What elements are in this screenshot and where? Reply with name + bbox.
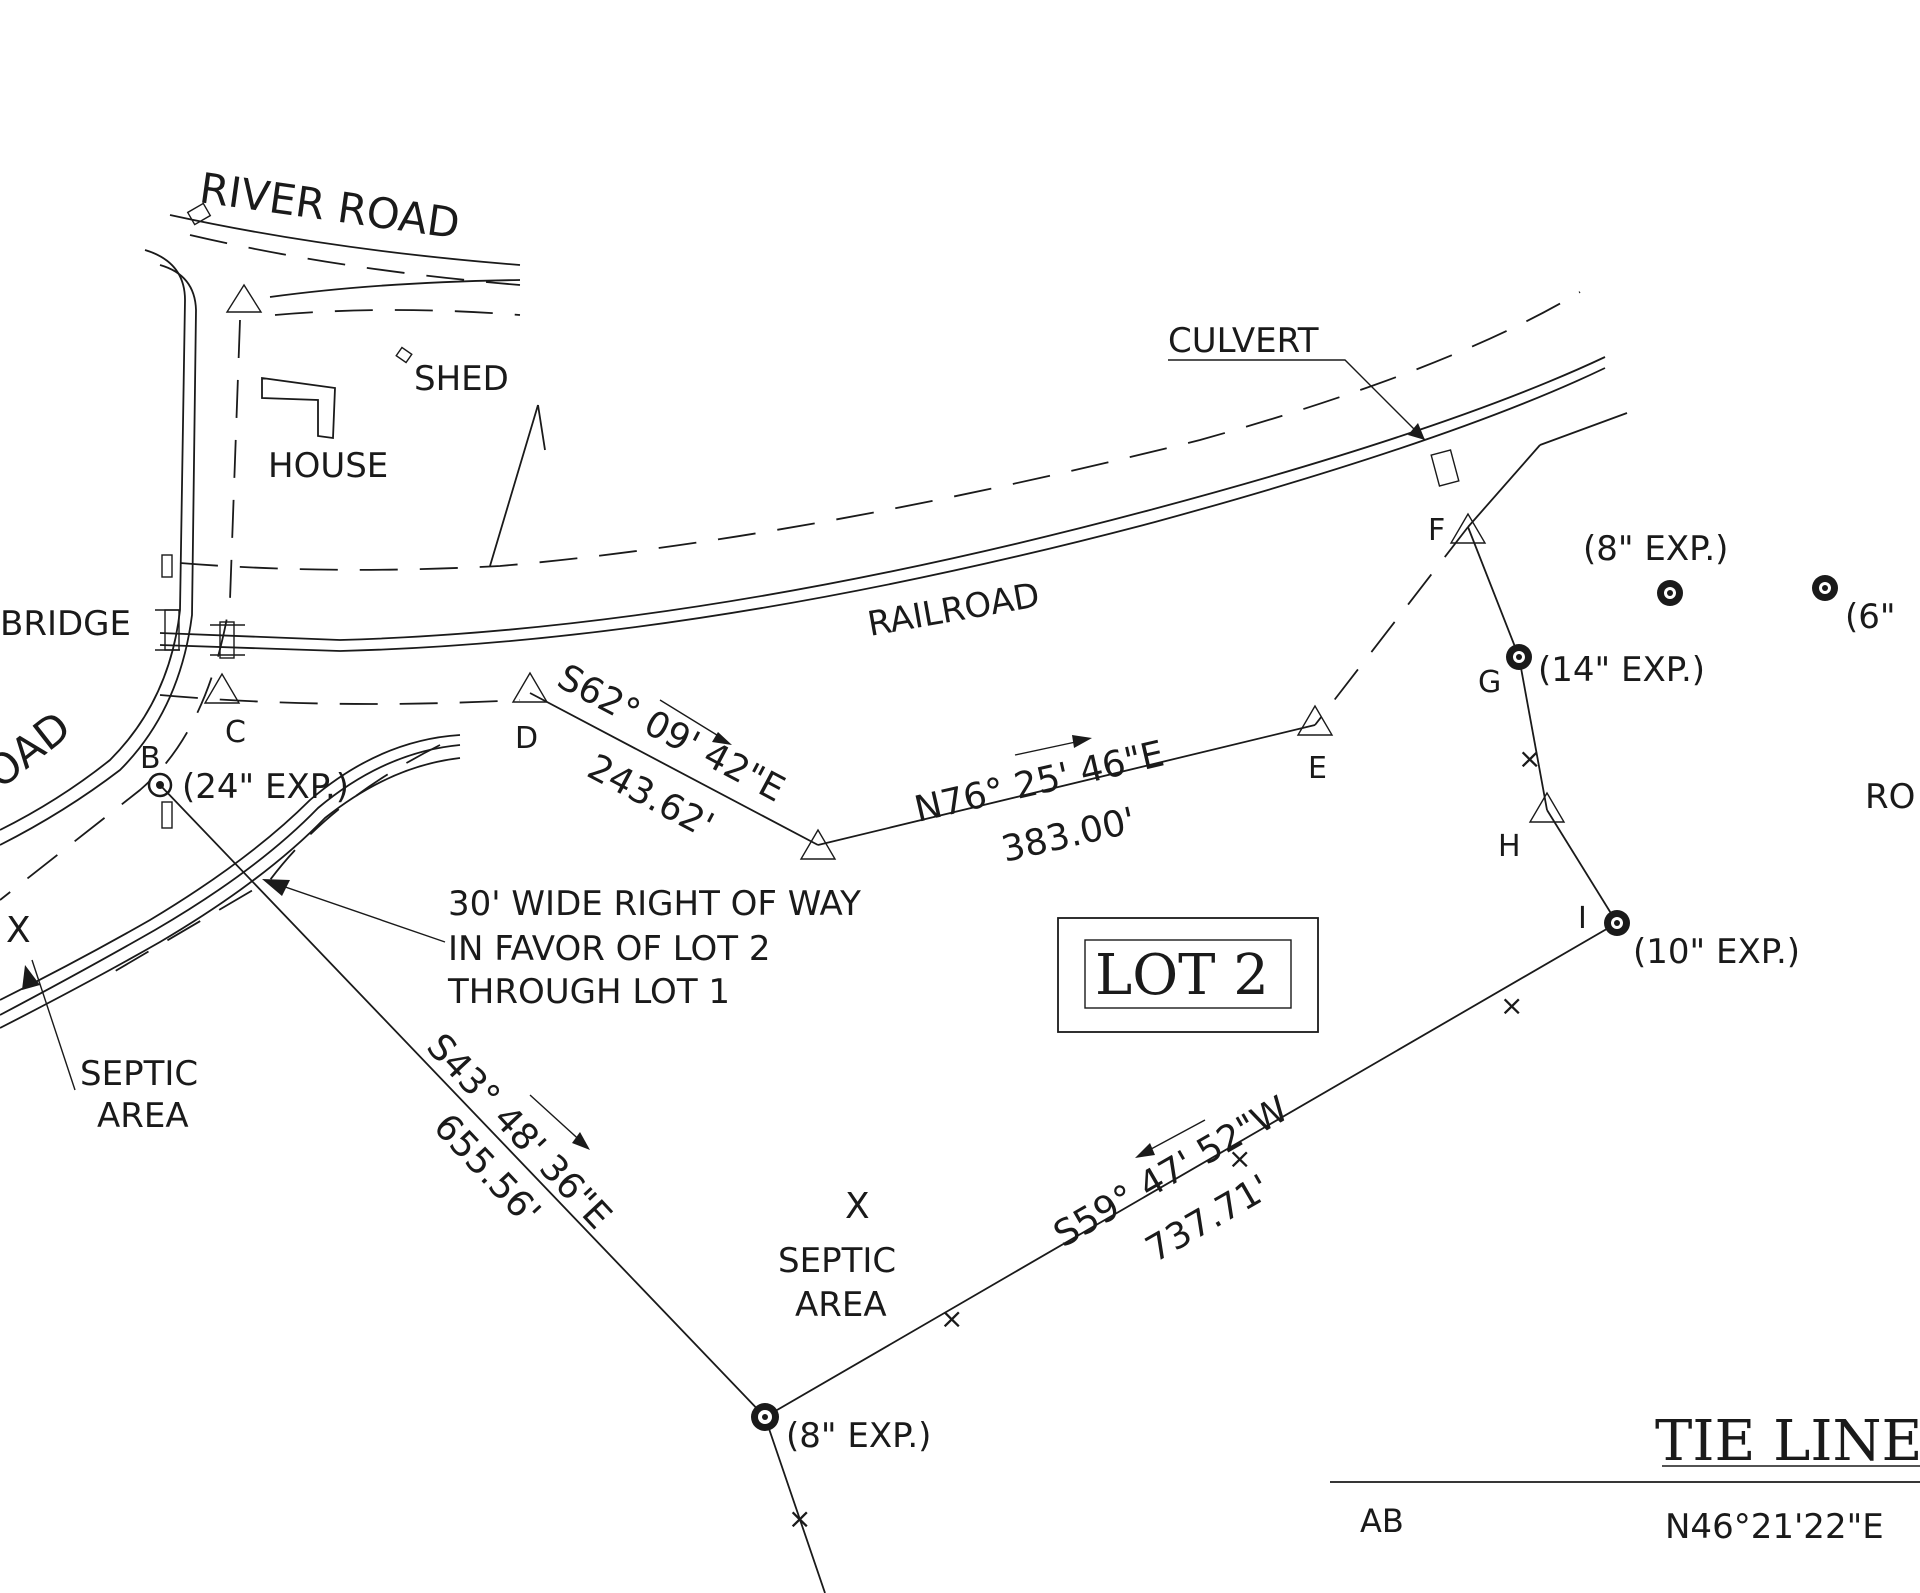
tree-symbols <box>147 575 1838 1431</box>
tree-label-top-right-1: (8" EXP.) <box>1583 529 1728 569</box>
road-left-label: OAD <box>0 702 80 798</box>
lot-boundary <box>159 412 1628 1593</box>
svg-text:×: × <box>1228 1142 1251 1175</box>
tie-line-table <box>1330 1465 1920 1483</box>
svg-text:×: × <box>788 1502 811 1535</box>
bearing-arrows <box>529 699 1206 1158</box>
point-label-b: B <box>140 741 161 776</box>
house-label: HOUSE <box>268 446 388 486</box>
point-label-h: H <box>1498 829 1521 864</box>
fence-markers: × × × × × <box>788 742 1541 1535</box>
septic-area-center-line-1: SEPTIC <box>778 1241 896 1281</box>
house-outline <box>261 376 336 440</box>
tree-label-b: (24" EXP.) <box>182 767 349 807</box>
tie-line-row-ab-bearing: N46°21'22"E <box>1665 1507 1884 1547</box>
septic-markers: X X <box>6 910 870 1227</box>
point-label-e: E <box>1308 751 1327 786</box>
tree-label-g: (14" EXP.) <box>1538 650 1705 690</box>
utility-symbols <box>161 202 212 829</box>
point-label-g: G <box>1478 665 1501 700</box>
tree-label-i: (10" EXP.) <box>1633 932 1800 972</box>
shed-label: SHED <box>414 359 509 399</box>
right-of-way-arrow <box>262 879 446 943</box>
river-road-label: RIVER ROAD <box>197 163 463 248</box>
road-right-label: RO <box>1865 777 1915 817</box>
culvert-label: CULVERT <box>1168 321 1319 361</box>
right-of-way-line-2: IN FAVOR OF LOT 2 <box>448 929 770 969</box>
survey-triangles <box>203 283 1566 860</box>
tree-label-bottom: (8" EXP.) <box>786 1416 931 1456</box>
svg-text:X: X <box>845 1186 870 1227</box>
bridge-label: BRIDGE <box>0 604 131 644</box>
svg-text:×: × <box>1500 989 1523 1022</box>
tie-line-row-ab-line: AB <box>1360 1502 1404 1540</box>
culvert-symbol <box>1168 359 1460 487</box>
right-of-way-line-1: 30' WIDE RIGHT OF WAY <box>448 884 861 924</box>
railroad-label: RAILROAD <box>865 575 1043 645</box>
svg-text:×: × <box>940 1302 963 1335</box>
shed-outline <box>395 346 413 364</box>
tree-label-top-right-2: (6" <box>1845 597 1896 637</box>
svg-text:X: X <box>6 910 31 951</box>
lot-2-label-box <box>1057 917 1319 1033</box>
svg-text:×: × <box>1518 742 1541 775</box>
point-label-d: D <box>515 721 538 756</box>
bridge-symbol <box>155 609 245 659</box>
railroad-lines <box>159 291 1606 705</box>
septic-area-left-line-2: AREA <box>97 1096 189 1136</box>
lot-2-label: LOT 2 <box>1095 943 1269 1008</box>
course-e-distance: 383.00' <box>998 800 1140 871</box>
tie-line-title: TIE LINE <box>1655 1409 1920 1474</box>
point-label-c: C <box>225 715 246 750</box>
right-of-way-line-3: THROUGH LOT 1 <box>447 972 730 1012</box>
septic-area-center-line-2: AREA <box>795 1285 887 1325</box>
point-label-f: F <box>1428 513 1445 548</box>
septic-area-left-line-1: SEPTIC <box>80 1054 198 1094</box>
point-label-i: I <box>1578 901 1587 936</box>
